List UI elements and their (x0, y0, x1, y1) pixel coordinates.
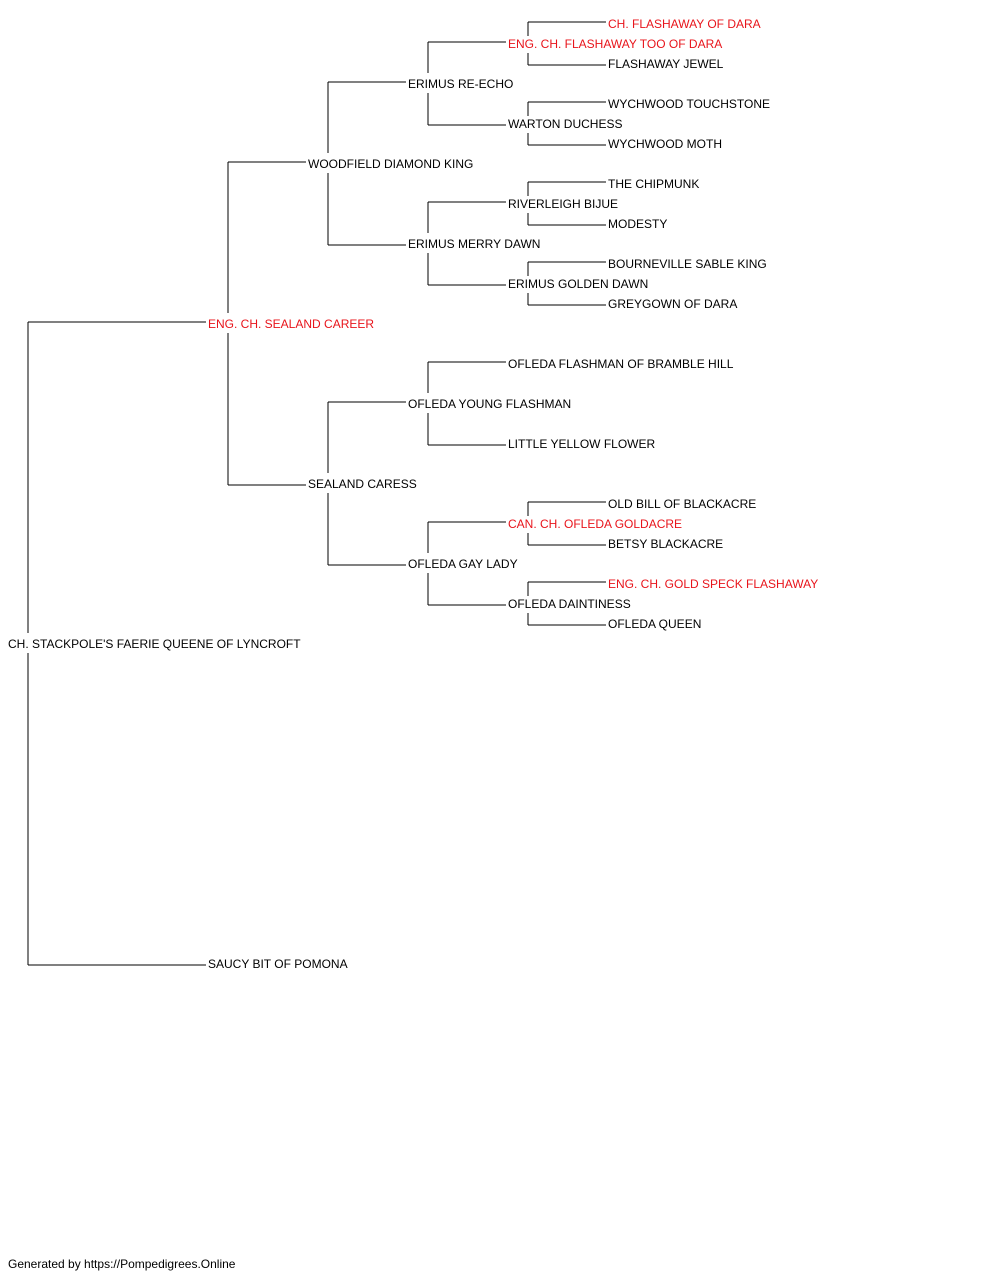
gen5-ancestor-name: WYCHWOOD MOTH (608, 137, 722, 151)
paternal-granddam-name: SEALAND CARESS (308, 477, 417, 491)
paternal-grandsire-name: WOODFIELD DIAMOND KING (308, 157, 474, 171)
gen3-ancestor-name: OFLEDA GAY LADY (408, 557, 518, 571)
gen4-ancestor-name: LITTLE YELLOW FLOWER (508, 437, 656, 451)
gen5-ancestor-name: BOURNEVILLE SABLE KING (608, 257, 767, 271)
gen4-ancestor-name: RIVERLEIGH BIJUE (508, 197, 619, 211)
gen4-ancestor-name: WARTON DUCHESS (508, 117, 623, 131)
gen3-ancestor-name: ERIMUS MERRY DAWN (408, 237, 541, 251)
sire-name: ENG. CH. SEALAND CAREER (208, 317, 375, 331)
gen5-ancestor-name: THE CHIPMUNK (608, 177, 700, 191)
gen3-ancestor-name: OFLEDA YOUNG FLASHMAN (408, 397, 572, 411)
gen4-ancestor-name: OFLEDA FLASHMAN OF BRAMBLE HILL (508, 357, 734, 371)
gen4-ancestor-name: ERIMUS GOLDEN DAWN (508, 277, 649, 291)
gen5-ancestor-name: GREYGOWN OF DARA (608, 297, 738, 311)
gen5-ancestor-name: CH. FLASHAWAY OF DARA (608, 17, 761, 31)
gen5-ancestor-name: OLD BILL OF BLACKACRE (608, 497, 757, 511)
gen5-ancestor-name: BETSY BLACKACRE (608, 537, 724, 551)
generated-by-footer: Generated by https://Pompedigrees.Online (8, 1257, 236, 1271)
dam-name: SAUCY BIT OF POMONA (208, 957, 348, 971)
subject-dog-name: CH. STACKPOLE'S FAERIE QUEENE OF LYNCROF… (8, 637, 301, 651)
gen3-ancestor-name: ERIMUS RE-ECHO (408, 77, 514, 91)
gen4-ancestor-name: CAN. CH. OFLEDA GOLDACRE (508, 517, 683, 531)
gen5-ancestor-name: WYCHWOOD TOUCHSTONE (608, 97, 771, 111)
gen4-ancestor-name: OFLEDA DAINTINESS (508, 597, 631, 611)
gen4-ancestor-name: ENG. CH. FLASHAWAY TOO OF DARA (508, 37, 723, 51)
gen5-ancestor-name: MODESTY (608, 217, 668, 231)
gen5-ancestor-name: OFLEDA QUEEN (608, 617, 702, 631)
gen5-ancestor-name: FLASHAWAY JEWEL (608, 57, 724, 71)
gen5-ancestor-name: ENG. CH. GOLD SPECK FLASHAWAY (608, 577, 819, 591)
